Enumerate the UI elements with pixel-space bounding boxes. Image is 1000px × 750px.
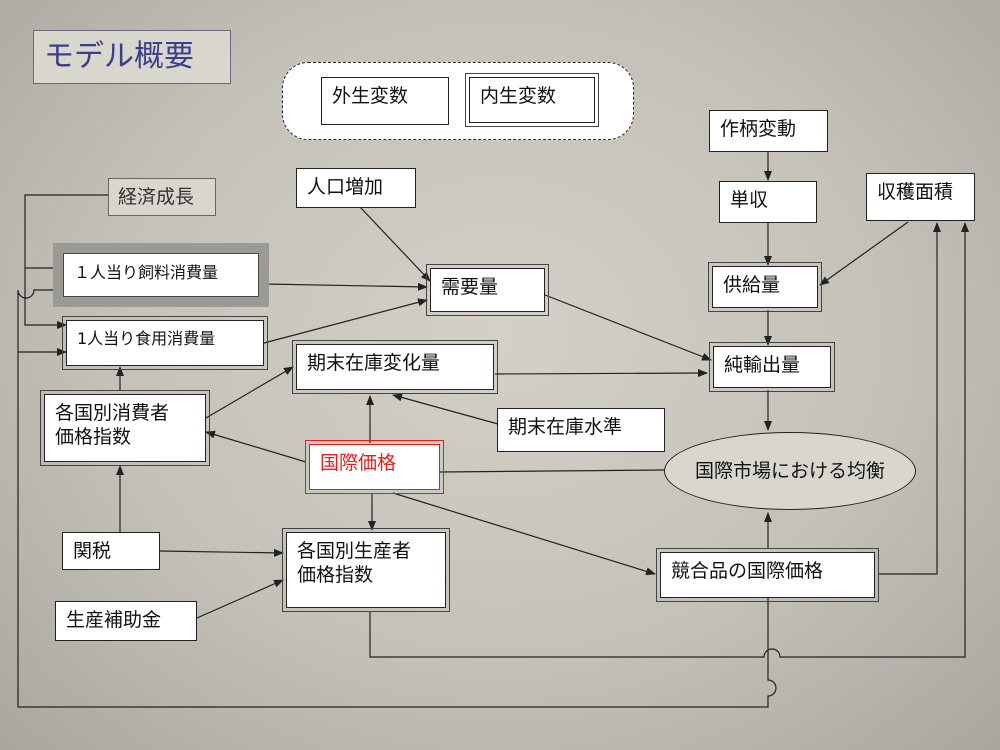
production-subsidy-box: 生産補助金 (55, 601, 197, 641)
arrow-competing-area (878, 222, 941, 575)
population-increase-box: 人口増加 (296, 168, 416, 208)
slide-title: モデル概要 (33, 30, 231, 84)
arrow-food-demand (263, 298, 428, 344)
arrow-stocklevel-stockchange (392, 393, 499, 425)
feed-consumption-box: １人当り飼料消費量 (53, 243, 269, 307)
arrow-feed-demand (263, 282, 428, 291)
arrow-population-demand (359, 206, 431, 282)
legend-exogenous: 外生変数 (321, 77, 449, 125)
food-consumption-box: 1人当り食用消費量 (62, 316, 268, 370)
arrow-subsidy-producer (196, 579, 284, 619)
tariff-box: 関税 (62, 532, 160, 570)
consumer-price-index-box: 各国別消費者 価格指数 (40, 390, 210, 466)
legend-endogenous: 内生変数 (465, 73, 599, 127)
supply-box: 供給量 (708, 262, 822, 312)
stock-level-box: 期末在庫水準 (497, 408, 665, 452)
international-price-box: 国際価格 (305, 440, 444, 494)
competing-price-box: 競合品の国際価格 (656, 548, 879, 602)
arrow-stockchange-netexports (494, 369, 708, 378)
market-equilibrium-node: 国際市場における均衡 (664, 432, 916, 510)
arrow-demand-netexports (544, 294, 712, 361)
arrow-consumer-stockchange (205, 366, 294, 419)
crop-fluctuation-box: 作柄変動 (709, 110, 828, 152)
arrow-economic-feed (24, 194, 108, 272)
arrow-tariff-producer (159, 548, 284, 557)
arrow-competing-consumption-loop (17, 286, 777, 708)
yield-box: 単収 (719, 181, 817, 223)
arrow-economic-food (24, 268, 67, 329)
arrow-producer-area (369, 222, 969, 658)
harvested-area-box: 収穫面積 (866, 173, 975, 221)
stock-change-box: 期末在庫変化量 (292, 340, 498, 394)
legend: 外生変数 内生変数 (282, 62, 634, 140)
producer-price-index-box: 各国別生産者 価格指数 (282, 528, 450, 612)
arrow-area-supply (819, 221, 909, 286)
economic-growth-box: 経済成長 (108, 178, 216, 216)
arrow-intlprice-consumer (205, 430, 307, 463)
arrow-intlprice-competing (392, 492, 656, 576)
feed-consumption-label: １人当り飼料消費量 (63, 253, 259, 297)
line-equilibrium-intlprice (439, 469, 665, 473)
demand-box: 需要量 (426, 264, 549, 316)
net-exports-box: 純輸出量 (709, 342, 835, 392)
